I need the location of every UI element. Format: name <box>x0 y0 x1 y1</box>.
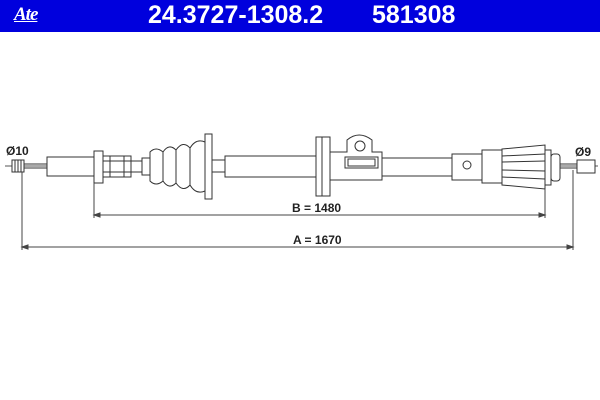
dimension-a-line <box>20 170 575 250</box>
left-end-nipple <box>11 159 47 173</box>
dimension-b-line <box>92 183 547 218</box>
left-housing <box>46 150 151 184</box>
brand-logo: Ate <box>14 4 38 25</box>
title-bar: Ate 24.3727-1308.2 581308 <box>0 0 600 32</box>
mounting-bracket <box>315 134 383 197</box>
right-tube <box>381 157 453 177</box>
article-code: 581308 <box>372 1 456 29</box>
rubber-boot <box>149 133 226 200</box>
right-diameter-label: Ø9 <box>575 145 591 159</box>
right-adjuster <box>451 144 561 190</box>
dimension-b-label: B = 1480 <box>292 201 341 215</box>
part-number: 24.3727-1308.2 <box>148 1 324 29</box>
middle-tube <box>224 155 317 178</box>
right-end-nipple <box>560 159 596 174</box>
left-diameter-label: Ø10 <box>6 144 29 158</box>
dimension-a-label: A = 1670 <box>293 233 342 247</box>
